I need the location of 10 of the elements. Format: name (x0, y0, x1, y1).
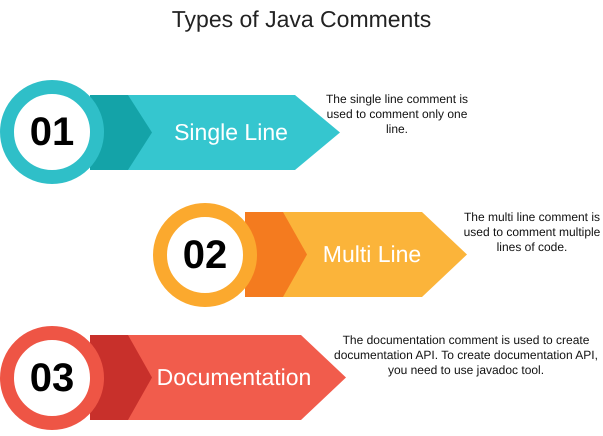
step-number: 02 (182, 235, 228, 275)
banner-label: Multi Line (322, 240, 422, 270)
description-text: The multi line comment is used to comment multiple lines of code. (462, 210, 602, 255)
step-number: 01 (30, 112, 74, 152)
step-number: 03 (30, 358, 74, 398)
title: Types of Java Comments (170, 5, 432, 34)
description-text: The single line comment is used to comment only one line. (324, 92, 470, 137)
banner-label: Documentation (156, 363, 312, 392)
description-text: The documentation comment is used to create documentation API. To create documentation API, you need to use javadoc tool. (333, 333, 599, 378)
banner-label: Single Line (173, 118, 289, 148)
